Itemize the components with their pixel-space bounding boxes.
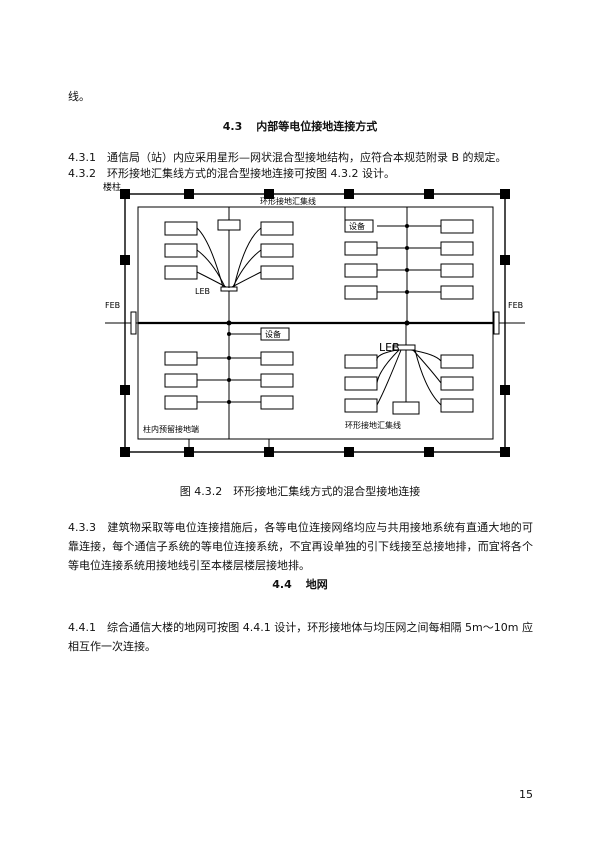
label-equipment-upper: 设备 [349, 221, 365, 231]
section-number: 4.4 [272, 578, 292, 591]
label-ring-bus-bottom: 环形接地汇集线 [345, 420, 401, 430]
section-heading-4-4: 4.4 地网 [0, 576, 600, 592]
section-heading-4-3: 4.3 内部等电位接地连接方式 [0, 118, 600, 134]
label-feb-right: FEB [508, 301, 523, 310]
paragraph-4-4-1: 4.4.1 综合通信大楼的地网可按图 4.4.1 设计，环形接地体与均压网之间每… [68, 621, 533, 653]
building-columns [120, 189, 510, 457]
paragraph-4-3-2: 4.3.2 环形接地汇集线方式的混合型接地连接可按图 4.3.2 设计。 [68, 167, 395, 180]
label-ring-bus: 环形接地汇集线 [260, 196, 316, 206]
section-title: 地网 [305, 578, 328, 591]
label-equipment-lower: 设备 [265, 329, 281, 339]
grounding-diagram: 楼柱 环形接地汇集线 环形接地汇集线 柱内预留接地端 设备 设备 LEB LEB… [103, 181, 525, 457]
continued-text: 线。 [68, 90, 90, 103]
label-leb-upper: LEB [195, 287, 210, 296]
label-leb-lower: LEB [379, 341, 400, 354]
label-feb-left: FEB [105, 301, 120, 310]
label-reserved-terminal: 柱内预留接地端 [143, 424, 199, 434]
paragraph-4-3-3: 4.3.3 建筑物采取等电位连接措施后，各等电位连接网络均应与共用接地系统有直通… [68, 521, 533, 572]
section-number: 4.3 [222, 120, 243, 133]
paragraph-4-3-1: 4.3.1 通信局（站）内应采用星形—网状混合型接地结构，应符合本规范附录 B … [68, 151, 507, 164]
page-number: 15 [519, 788, 533, 801]
label-column: 楼柱 [103, 181, 121, 193]
section-title: 内部等电位接地连接方式 [256, 120, 378, 133]
figure-caption: 图 4.3.2 环形接地汇集线方式的混合型接地连接 [179, 485, 421, 498]
